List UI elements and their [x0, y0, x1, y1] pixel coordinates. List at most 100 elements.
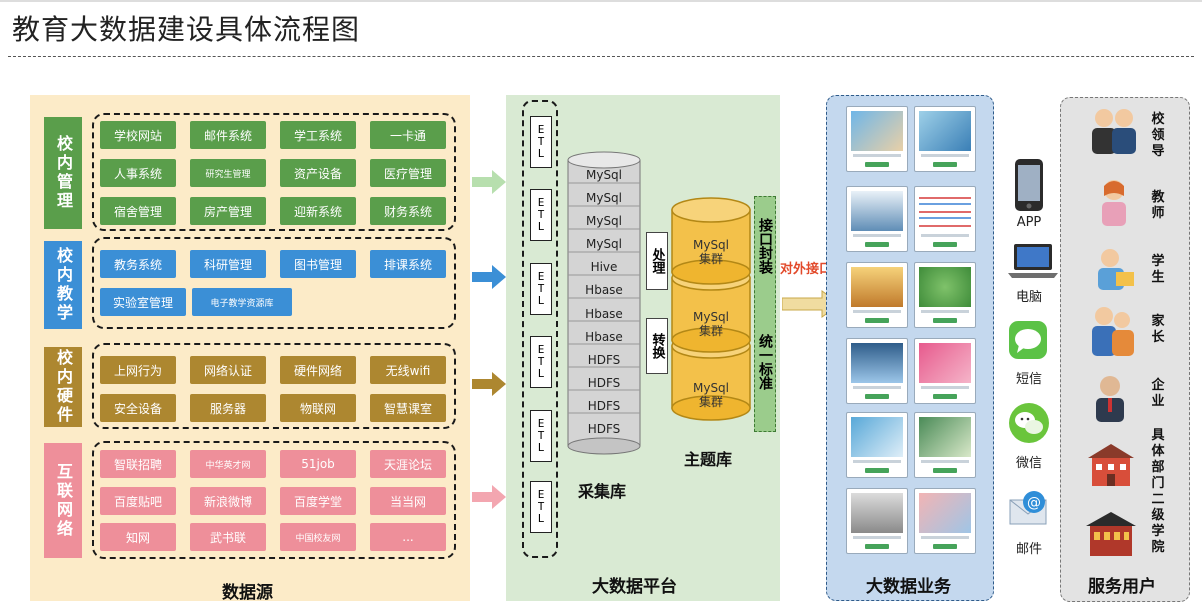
source-item: 教务系统	[100, 250, 176, 278]
data-source-caption: 数据源	[222, 583, 273, 603]
db-layer: Hive	[590, 260, 618, 275]
source-item: 科研管理	[190, 250, 266, 278]
email-icon: @	[1009, 491, 1047, 525]
source-item: 人事系统	[100, 159, 176, 187]
parent-icon	[1092, 307, 1134, 356]
user-parent: 家长	[1151, 314, 1165, 345]
business-screenshot	[846, 412, 908, 478]
db-layer: MySql	[585, 168, 623, 182]
cluster-line: MySql	[692, 381, 730, 395]
db-layer: MySql	[585, 214, 623, 229]
user-student: 学生	[1151, 254, 1165, 285]
wechat-icon	[1009, 403, 1049, 443]
unified-standard-label: 统一标准	[757, 334, 773, 390]
source-item: 图书管理	[280, 250, 356, 278]
source-item: 中国校友网	[280, 523, 356, 551]
flow-arrow-internet	[472, 485, 506, 509]
source-item: 中华英才网	[190, 450, 266, 478]
department-icon	[1088, 444, 1134, 486]
smartphone-icon	[1015, 159, 1043, 211]
channel-computer: 电脑	[1015, 290, 1042, 305]
source-item: 无线wifi	[370, 356, 446, 384]
source-item: 宿舍管理	[100, 197, 176, 225]
business-screenshot	[846, 338, 908, 404]
interface-wrap-label: 接口封装	[757, 218, 773, 274]
source-item: ...	[370, 523, 446, 551]
cluster-line: 集群	[698, 395, 723, 409]
db-layer: HDFS	[587, 422, 621, 437]
theme-cluster: MySql 集群	[672, 381, 750, 409]
svg-text:@: @	[1027, 495, 1041, 511]
source-item: 房产管理	[190, 197, 266, 225]
db-layer: Hbase	[585, 306, 623, 321]
source-item: 硬件网络	[280, 356, 356, 384]
source-item: 51job	[280, 450, 356, 478]
college-icon	[1086, 512, 1136, 556]
campus-hardware-group	[92, 343, 456, 429]
collection-layers: MySql MySql MySql MySql Hive Hbase Hbase…	[568, 164, 640, 441]
source-item: 百度贴吧	[100, 487, 176, 515]
category-internet: 互联网络	[44, 443, 82, 558]
business-screenshot	[846, 186, 908, 252]
channel-email: 邮件	[1015, 542, 1042, 557]
etl-group	[522, 100, 558, 558]
internet-group	[92, 441, 456, 559]
transform-label: 转换	[646, 318, 668, 374]
category-campus-teaching: 校内教学	[44, 241, 82, 329]
business-screenshot	[846, 488, 908, 554]
service-users-caption: 服务用户	[1088, 577, 1156, 597]
source-item: 网络认证	[190, 356, 266, 384]
business-screenshot	[914, 106, 976, 172]
cluster-line: 集群	[698, 252, 723, 266]
flow-arrow-hardware	[472, 372, 506, 396]
flow-arrow-management	[472, 170, 506, 194]
interface-column	[754, 196, 776, 432]
business-screenshot	[914, 186, 976, 252]
cluster-line: 集群	[698, 324, 723, 338]
source-item: 资产设备	[280, 159, 356, 187]
theme-cluster: MySql 集群	[672, 310, 750, 338]
student-icon	[1098, 249, 1134, 290]
user-enterprise: 企业	[1151, 378, 1165, 409]
collection-db-caption: 采集库	[578, 482, 627, 501]
cluster-line: MySql	[692, 238, 730, 252]
external-interface-label: 对外接口	[780, 262, 833, 277]
business-screenshot	[914, 338, 976, 404]
source-item: 服务器	[190, 394, 266, 422]
source-item: 当当网	[370, 487, 446, 515]
db-layer: Hbase	[585, 283, 623, 298]
source-item: 上网行为	[100, 356, 176, 384]
business-caption: 大数据业务	[866, 577, 951, 597]
collection-db-stack	[567, 151, 641, 455]
source-item: 迎新系统	[280, 197, 356, 225]
theme-cluster: MySql 集群	[672, 238, 750, 266]
source-item: 知网	[100, 523, 176, 551]
db-layer: MySql	[585, 237, 623, 252]
theme-db-caption: 主题库	[684, 450, 733, 469]
source-item: 电子教学资源库	[192, 288, 292, 316]
source-item: 安全设备	[100, 394, 176, 422]
theme-db-stack	[671, 197, 751, 421]
user-secondary-college: 二级学院	[1151, 492, 1165, 555]
business-screenshot	[846, 262, 908, 328]
platform-caption: 大数据平台	[592, 577, 677, 597]
source-item: 实验室管理	[100, 288, 186, 316]
source-item: 排课系统	[370, 250, 446, 278]
top-border	[0, 0, 1202, 2]
business-screenshot	[914, 412, 976, 478]
source-item: 智慧课室	[370, 394, 446, 422]
source-item: 一卡通	[370, 121, 446, 149]
channel-app: APP	[1016, 215, 1042, 230]
category-campus-management: 校内管理	[44, 117, 82, 229]
flow-arrow-teaching	[472, 265, 506, 289]
page-title: 教育大数据建设具体流程图	[12, 13, 361, 46]
campus-management-group	[92, 113, 456, 231]
cluster-line: MySql	[692, 310, 730, 324]
business-screenshot	[914, 488, 976, 554]
